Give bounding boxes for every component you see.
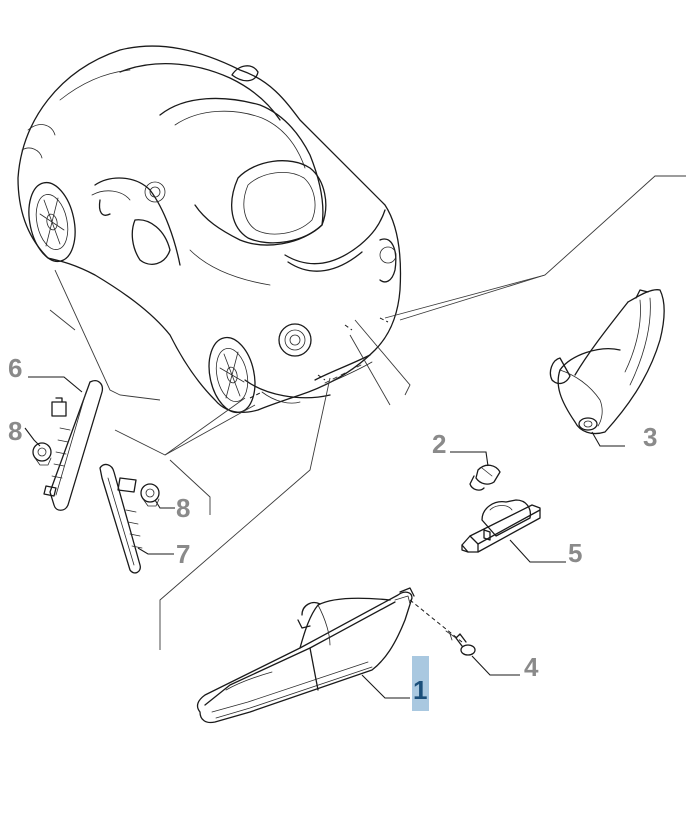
callout-2[interactable]: 2 (432, 429, 446, 459)
leader-lines (24, 376, 625, 699)
part-2-bulb (469, 464, 501, 491)
part-4-screw (409, 599, 476, 656)
part-5-plate-lamp (461, 499, 541, 553)
callout-6[interactable]: 6 (8, 353, 22, 383)
callout-1[interactable]: 1 (413, 675, 427, 705)
callout-8-right[interactable]: 8 (176, 493, 190, 523)
part-1-side-lamp (196, 587, 415, 724)
callout-3[interactable]: 3 (643, 422, 657, 452)
part-7-side-marker-right (99, 463, 143, 574)
part-8-nut-left (32, 442, 52, 466)
part-8-nut-right (140, 483, 160, 507)
part-3-rear-lamp (549, 289, 665, 435)
part-6-side-marker-left (43, 380, 104, 511)
callout-numbers: 6 8 8 7 3 2 5 4 1 (8, 353, 657, 711)
callout-4[interactable]: 4 (524, 652, 539, 682)
selected-callout-highlight (412, 656, 429, 711)
explosion-guide-lines (49, 175, 686, 650)
callout-5[interactable]: 5 (568, 538, 582, 568)
callout-8-left[interactable]: 8 (8, 416, 22, 446)
car-illustration (17, 45, 402, 414)
callout-7[interactable]: 7 (176, 539, 190, 569)
